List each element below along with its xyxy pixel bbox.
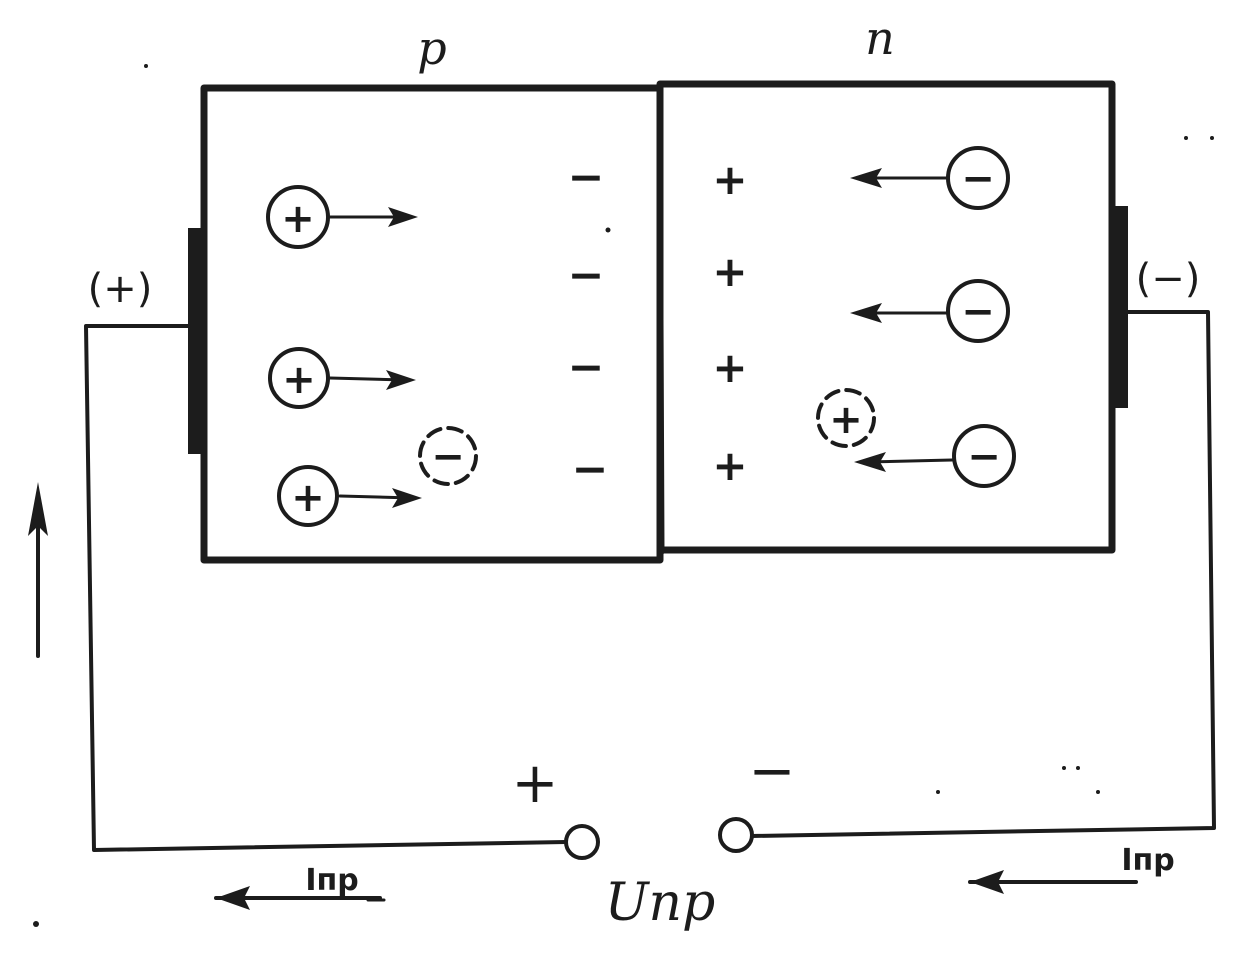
positive-ion-3: + [712,343,747,392]
upward-current-arrow [28,482,48,658]
svg-text:−: − [961,289,995,335]
negative-ion-1: − [568,152,605,203]
right-current-label: Iпр [1121,843,1174,878]
svg-text:+: + [829,397,863,443]
left-current-arrow [214,886,382,910]
svg-text:+: + [291,475,325,521]
electron-carrier-3: − [854,424,1016,488]
left-wire [84,324,568,852]
forward-voltage-label: Uпр [605,873,716,933]
positive-ion-2: + [712,247,747,296]
n-region-label: n [865,11,895,65]
injected-hole: + [816,388,876,448]
right-contact [1110,206,1128,408]
right-current-arrow [968,870,1138,894]
hole-carrier-1: + [266,185,418,249]
hole-carrier-3: + [277,465,422,527]
left-contact [188,228,206,454]
positive-ion-1: + [712,155,747,204]
svg-text:+: + [281,196,315,242]
junction-boundary [657,83,665,555]
injected-electron: − [418,426,478,486]
right-wire [750,310,1216,838]
svg-text:−: − [431,434,465,480]
negative-ion-3: − [568,342,605,393]
left-current-label: Iпр [305,863,358,898]
svg-text:−: − [961,156,995,202]
positive-terminal-label: (+) [88,266,153,312]
electron-carrier-2: − [850,279,1010,343]
source-plus-label: + [512,751,559,816]
positive-ion-4: + [712,441,747,490]
negative-ion-2: − [568,250,605,301]
scan-specks [33,64,1214,927]
hole-carrier-2: + [268,347,416,409]
svg-text:−: − [967,434,1001,480]
negative-ion-4: − [572,444,609,495]
electron-carrier-1: − [850,146,1010,210]
negative-terminal-label: (−) [1136,256,1201,302]
svg-text:+: + [282,357,316,403]
p-region-label: p [417,21,446,75]
source-minus-terminal [718,817,754,853]
source-plus-terminal [564,824,600,860]
source-minus-label: − [749,739,796,804]
